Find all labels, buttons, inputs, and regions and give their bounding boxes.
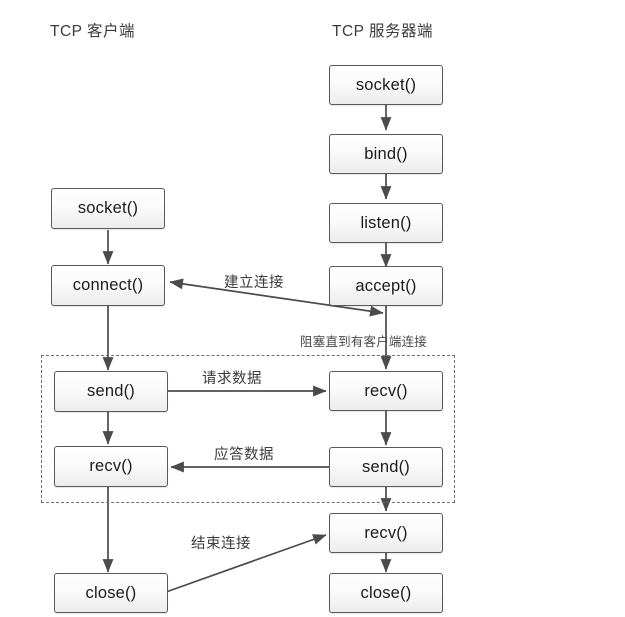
arrow-establish-connection — [169, 278, 384, 317]
server-node-close[interactable]: close() — [329, 573, 443, 613]
edge-label-close-connection: 结束连接 — [191, 536, 251, 552]
edge-label-request-data: 请求数据 — [202, 371, 262, 387]
server-node-listen[interactable]: listen() — [329, 203, 443, 243]
edge-label-establish-connection: 建立连接 — [224, 275, 284, 291]
server-node-bind[interactable]: bind() — [329, 134, 443, 174]
client-column-header: TCP 客户端 — [50, 23, 136, 40]
client-node-close[interactable]: close() — [54, 573, 168, 613]
edge-label-blocking-until-client: 阻塞直到有客户端连接 — [300, 335, 428, 349]
arrow-close-connection — [165, 534, 327, 593]
server-node-recv-request[interactable]: recv() — [329, 371, 443, 411]
server-column-header: TCP 服务器端 — [332, 23, 434, 40]
server-node-recv-close[interactable]: recv() — [329, 513, 443, 553]
server-node-socket[interactable]: socket() — [329, 65, 443, 105]
data-exchange-loop-box — [41, 355, 455, 503]
client-node-socket[interactable]: socket() — [51, 188, 165, 229]
edge-label-response-data: 应答数据 — [214, 447, 274, 463]
client-node-connect[interactable]: connect() — [51, 265, 165, 306]
server-node-accept[interactable]: accept() — [329, 266, 443, 306]
client-node-send[interactable]: send() — [54, 371, 168, 412]
client-node-recv[interactable]: recv() — [54, 446, 168, 487]
server-node-send-response[interactable]: send() — [329, 447, 443, 487]
